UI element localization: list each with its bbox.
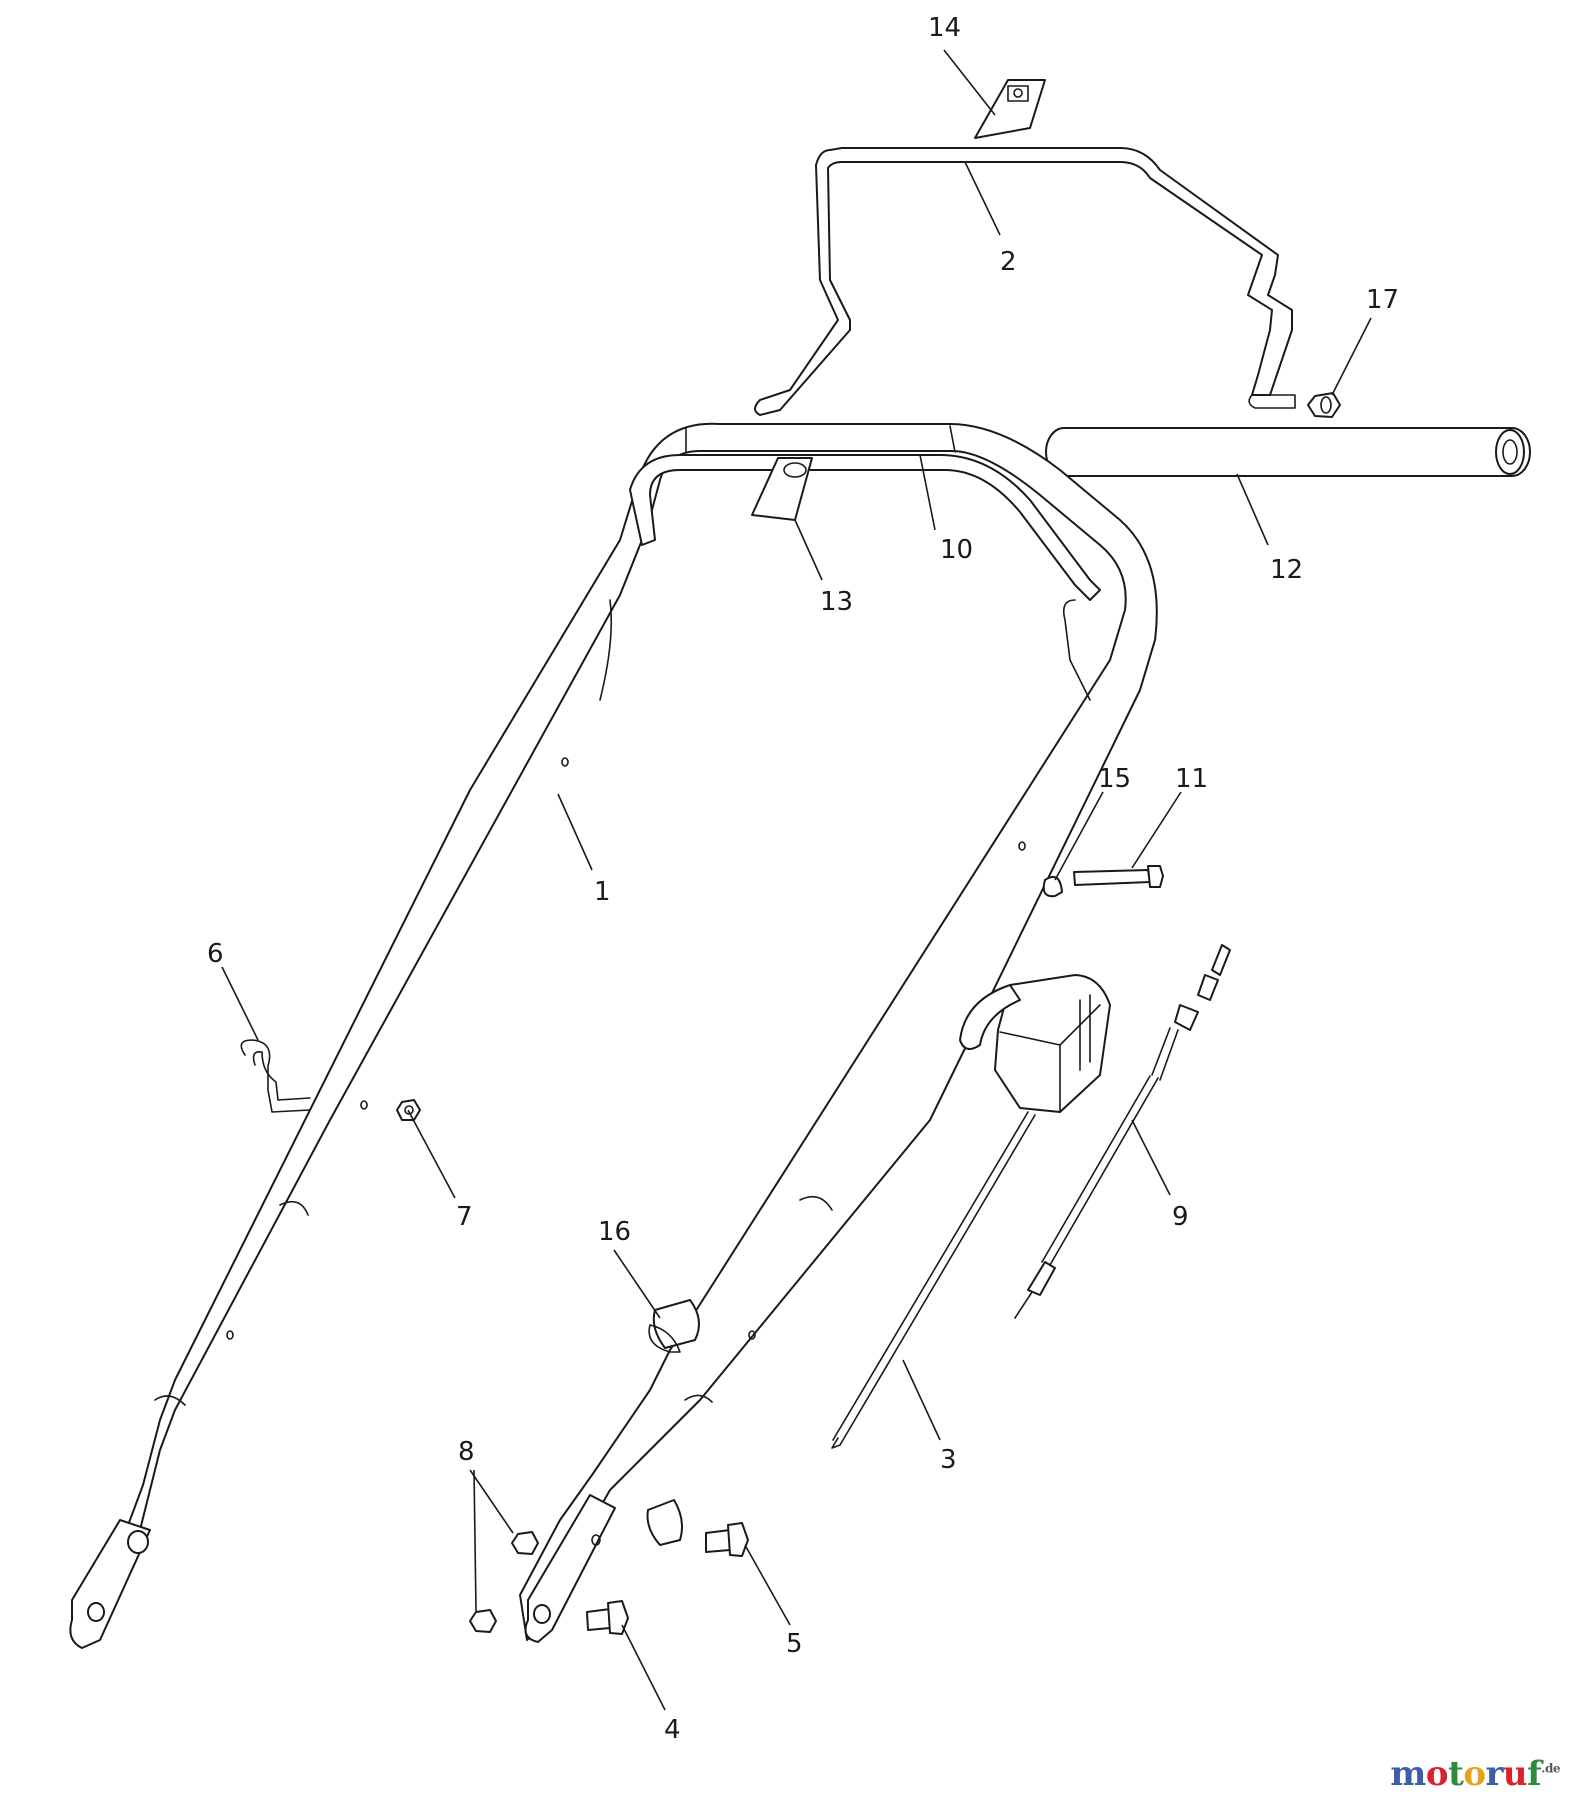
callout-4: 4 [664,1715,681,1745]
watermark-letter: o [1463,1754,1486,1794]
watermark-letter: t [1448,1754,1464,1794]
watermark-text: motoruf [1390,1754,1541,1794]
watermark-tld: .de [1541,1761,1560,1776]
callout-14: 14 [928,13,961,43]
washer-15 [1042,876,1063,898]
cable-clip-16-b [646,1499,683,1546]
callout-10: 10 [940,535,973,565]
watermark-letter: r [1485,1754,1504,1794]
watermark-logo: motoruf.de [1390,1754,1560,1794]
callout-9: 9 [1172,1202,1189,1232]
bolt-4 [586,1600,629,1635]
leader-lines [221,49,1372,1711]
nut-8-lower [469,1609,497,1633]
callout-6: 6 [207,939,224,969]
control-lever-3 [831,974,1111,1449]
callout-13: 13 [820,587,853,617]
callout-1: 1 [594,877,611,907]
callout-2: 2 [1000,247,1017,277]
wire-clip-6 [240,1039,311,1113]
handle-bar [69,422,1158,1649]
label-decal-14 [974,79,1046,139]
cable-9 [1014,944,1231,1319]
cable-clip-16 [648,1299,700,1353]
watermark-letter: o [1425,1754,1449,1794]
bolt-5 [705,1522,749,1557]
watermark-letter: f [1527,1754,1542,1794]
callout-7: 7 [456,1202,473,1232]
callout-5: 5 [786,1629,803,1659]
watermark-letter: u [1502,1754,1528,1794]
callout-15: 15 [1098,764,1131,794]
operator-bail [754,147,1296,416]
nut-8-upper [511,1531,539,1555]
callout-17: 17 [1366,285,1399,315]
callout-12: 12 [1270,555,1303,585]
callout-numbers: 14 2 17 10 12 13 15 11 1 6 7 9 16 3 8 5 … [207,13,1399,1745]
callout-3: 3 [940,1445,957,1475]
callout-8: 8 [458,1437,475,1467]
inner-bail [599,454,1101,701]
bolt-11 [1073,865,1164,888]
callout-11: 11 [1175,764,1208,794]
nut-17 [1307,392,1341,418]
callout-16: 16 [598,1217,631,1247]
grip-tube [1045,427,1531,477]
watermark-letter: m [1390,1754,1426,1794]
